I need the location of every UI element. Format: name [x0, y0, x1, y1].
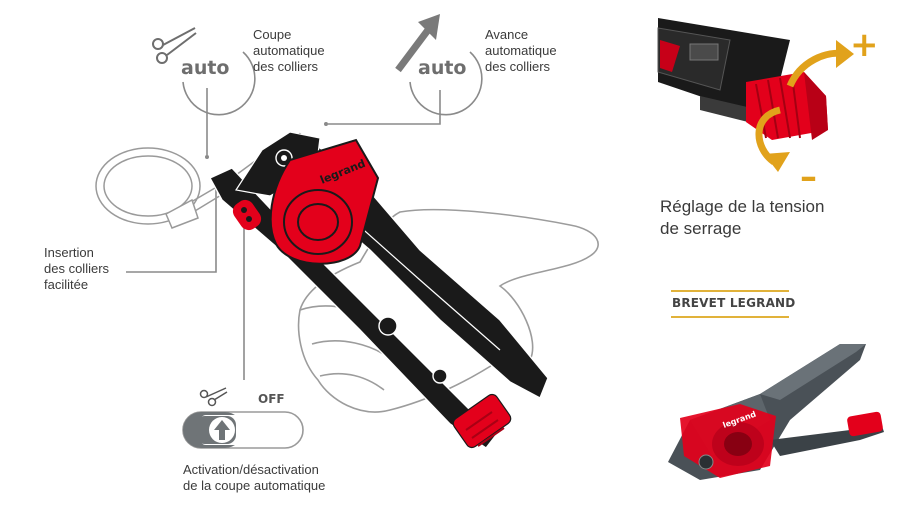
plus-icon: +	[850, 25, 879, 65]
arrow-up-icon	[209, 417, 235, 443]
label-avance-automatique: Avance automatique des colliers	[485, 27, 557, 74]
off-label: OFF	[258, 392, 285, 406]
minus-icon: –	[800, 157, 817, 197]
label-reglage-tension: Réglage de la tension de serrage	[660, 197, 825, 238]
tension-knob-illustration	[452, 393, 512, 449]
auto-cut-badge: auto	[152, 27, 256, 116]
label-activation: Activation/désactivation de la coupe aut…	[183, 462, 326, 493]
leader-insertion	[126, 182, 217, 273]
product-photo: legrand	[668, 344, 884, 480]
brevet-rule-top	[671, 290, 789, 292]
auto-advance-badge-text: auto	[418, 57, 466, 79]
label-brevet-legrand: BREVET LEGRAND	[672, 296, 796, 310]
arrow-up-right-icon	[395, 14, 440, 73]
auto-cut-badge-text: auto	[181, 57, 229, 79]
tension-closeup: + –	[657, 18, 879, 197]
label-insertion: Insertion des colliers facilitée	[44, 245, 110, 292]
strapping-tool-illustration: legrand	[209, 131, 549, 449]
leader-avance	[328, 90, 441, 125]
scissors-small-icon	[199, 387, 228, 407]
label-coupe-automatique: Coupe automatique des colliers	[253, 27, 325, 74]
auto-advance-badge: auto	[395, 14, 483, 116]
brevet-rule-bottom	[671, 316, 789, 318]
auto-cut-toggle: OFF	[182, 387, 304, 449]
scissors-icon	[152, 27, 197, 64]
